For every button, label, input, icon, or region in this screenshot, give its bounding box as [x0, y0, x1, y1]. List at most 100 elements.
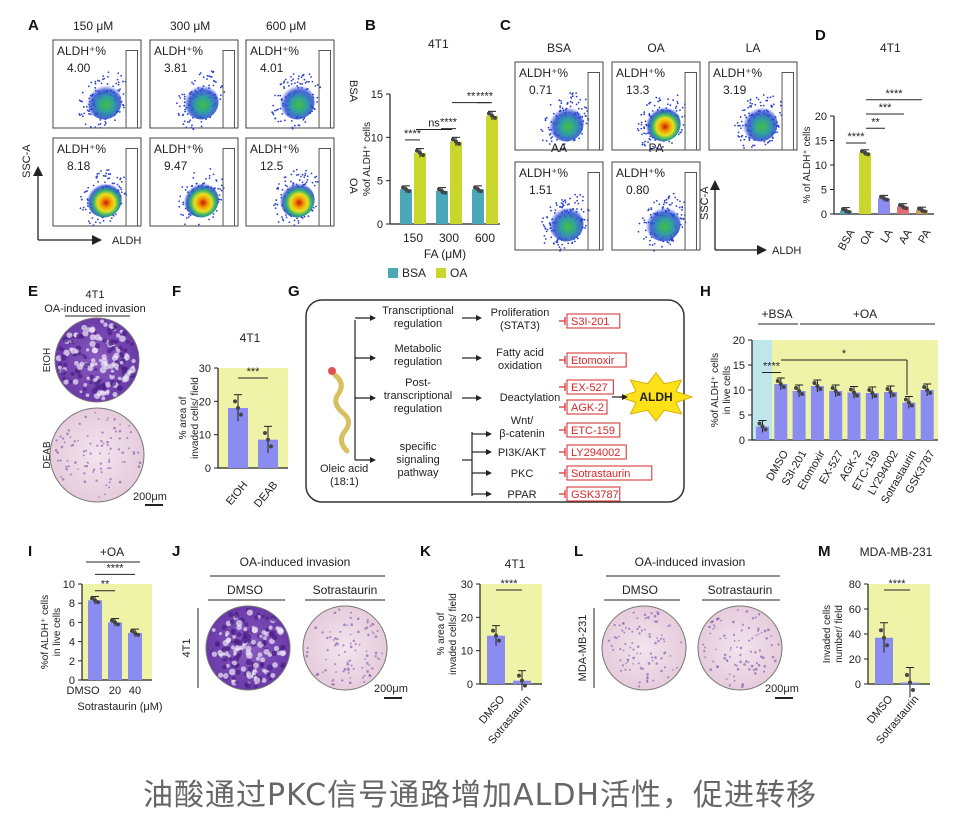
panel-a-plot-1-0-event [92, 224, 95, 227]
panel-c-plot-2-event [770, 104, 773, 107]
panel-e-plate-etoh-cell [119, 352, 125, 358]
panel-a-plot-1-2-gate-label: ALDH⁺% [250, 142, 299, 156]
panel-a-plot-1-1-event [205, 178, 207, 180]
panel-l-plate-dmso-cell [654, 656, 657, 659]
panel-g-sig-inh-3-box [566, 486, 621, 502]
panel-m-bar-1-point [908, 680, 912, 685]
panel-j-plate-sotra-cell [366, 621, 369, 624]
panel-a-plot-0-0-gate-label: ALDH⁺% [57, 44, 106, 58]
panel-d-title: 4T1 [880, 41, 901, 55]
panel-g-sig-arrowhead-0 [486, 431, 492, 437]
panel-j-plate-sotra-cell [315, 673, 319, 677]
panel-e-plate-deab-cell [107, 467, 110, 470]
panel-c-plot-2-event [771, 139, 773, 142]
panel-a-plot-1-0-event [109, 173, 112, 175]
panel-f-bar-1-point [266, 437, 270, 442]
panel-c-plot-1-event [641, 143, 644, 146]
panel-a-plot-0-0-event [117, 89, 120, 91]
panel-j-plate-dmso-cell [259, 634, 263, 638]
panel-c-plot-1-event [681, 129, 683, 131]
panel-m-bar-0-point [882, 635, 886, 640]
panel-j-plate-sotra-cell [343, 623, 346, 627]
panel-e-plate-etoh-cell [103, 361, 109, 366]
panel-g-inh-ex527: EX-527 [571, 382, 608, 394]
figure-caption: 油酸通过PKC信号通路增加ALDH活性，促进转移 [143, 778, 817, 813]
panel-a-plot-1-2-event [316, 180, 319, 183]
panel-a-plot-0-2-event [292, 73, 295, 75]
panel-a-plot-0-2 [245, 39, 335, 130]
panel-j-plate-dmso-cell [245, 671, 252, 677]
panel-d-ytick-label: 5 [821, 185, 827, 197]
panel-c-plot-0-event [555, 145, 557, 148]
panel-c-plot-3-event [576, 199, 579, 202]
panel-f-bar-1-point [269, 444, 273, 449]
panel-c-plot-0-gate-label: ALDH⁺% [519, 66, 568, 80]
panel-e-plate-etoh-cell [101, 396, 106, 401]
panel-c-plot-2-event [743, 109, 746, 111]
panel-b-bar-bsa-2 [472, 189, 484, 224]
panel-g-sig-name-1: PI3K/AKT [498, 447, 547, 459]
panel-j-plate-dmso-cell [276, 651, 282, 656]
panel-h-bar-3-point [815, 384, 820, 388]
panel-e-plate-etoh-cell [101, 354, 107, 360]
panel-l-plate-dmso-cell [644, 617, 647, 620]
panel-g-arrowhead-0 [370, 315, 376, 321]
panel-e-plate-deab-cell [121, 461, 124, 463]
panel-c-plot-4-event [650, 208, 653, 211]
panel-j-plate-sotra-cell [372, 623, 375, 626]
panel-a-plot-1-2-event [303, 215, 306, 218]
panel-c-plot-0-event [545, 116, 548, 119]
panel-m-sig-stars: **** [888, 578, 906, 590]
panel-c-plot-3-event [559, 249, 561, 252]
panel-g-sig-inh-1-box [566, 444, 627, 460]
panel-e-plate-etoh-cell [62, 336, 69, 343]
panel-c-plot-4-event [667, 197, 670, 200]
panel-i-xtick-1: 20 [109, 685, 121, 697]
panel-g-proc-arrowhead-0 [476, 315, 482, 321]
panel-l-plate-dmso-cell [657, 639, 660, 643]
panel-a-plot-0-2-event [293, 124, 296, 127]
panel-e-plate-etoh-cell [109, 379, 117, 387]
panel-j-plate-sotra-cell [306, 650, 309, 654]
panel-b-ytick-label: 5 [377, 176, 383, 188]
panel-a-plot-1-2-event [301, 173, 304, 176]
panel-i-bar-2 [128, 632, 142, 680]
panel-m-ytick-label: 60 [849, 604, 861, 616]
panel-j-plate-dmso-cell [234, 613, 240, 619]
panel-a-plot-1-2-event [276, 203, 279, 206]
panel-c-plot-2-event [762, 104, 765, 107]
panel-a-plot-0-0 [52, 39, 142, 129]
panel-e-plate-etoh-cell [94, 362, 98, 366]
panel-c-plot-2-event [755, 96, 758, 99]
panel-c-plot-3-event [583, 218, 586, 221]
panel-l-plate-sotra-cell [747, 661, 750, 664]
panel-c-plot-4 [611, 161, 701, 252]
panel-l-plate-dmso-cell [632, 648, 635, 651]
panel-e-plate-deab-cell [105, 484, 108, 487]
panel-a-plot-0-2-density [279, 84, 315, 120]
panel-c-plot-4-event [660, 245, 663, 248]
panel-l-plate-dmso-cell [676, 666, 678, 669]
panel-e-plate-deab-cell [128, 447, 130, 450]
panel-l-plate-sotra-cell [749, 650, 752, 653]
panel-l-plate-sotra-cell [723, 656, 727, 660]
panel-c-plot-4-event [643, 221, 646, 224]
panel-a-plot-1-2-event [304, 174, 306, 177]
panel-a-plot-1-1-event [180, 213, 183, 216]
panel-a-plot-0-0-event [117, 81, 120, 84]
panel-c-plot-3-event [584, 224, 587, 227]
panel-f-bar-1-point [263, 431, 267, 435]
panel-e-plate-deab-cell [98, 496, 101, 498]
panel-b-sig-1-stars: **** [440, 117, 458, 129]
panel-h-bar-7 [884, 392, 898, 440]
panel-g-inh-ex527-box [566, 379, 614, 395]
panel-a-plot-0-1-event [191, 81, 193, 84]
oleic-acid-molecule [332, 372, 351, 454]
panel-l-title: OA-induced invasion [635, 555, 746, 569]
panel-l-plate-sotra-cell [765, 637, 768, 640]
panel-a-plot-1-0-event [118, 185, 121, 188]
panel-c-label: C [500, 17, 511, 34]
panel-h-bar-8-point [906, 400, 911, 405]
panel-g-target: ALDH [639, 390, 672, 404]
panel-a-plot-1-2-event [312, 206, 315, 209]
